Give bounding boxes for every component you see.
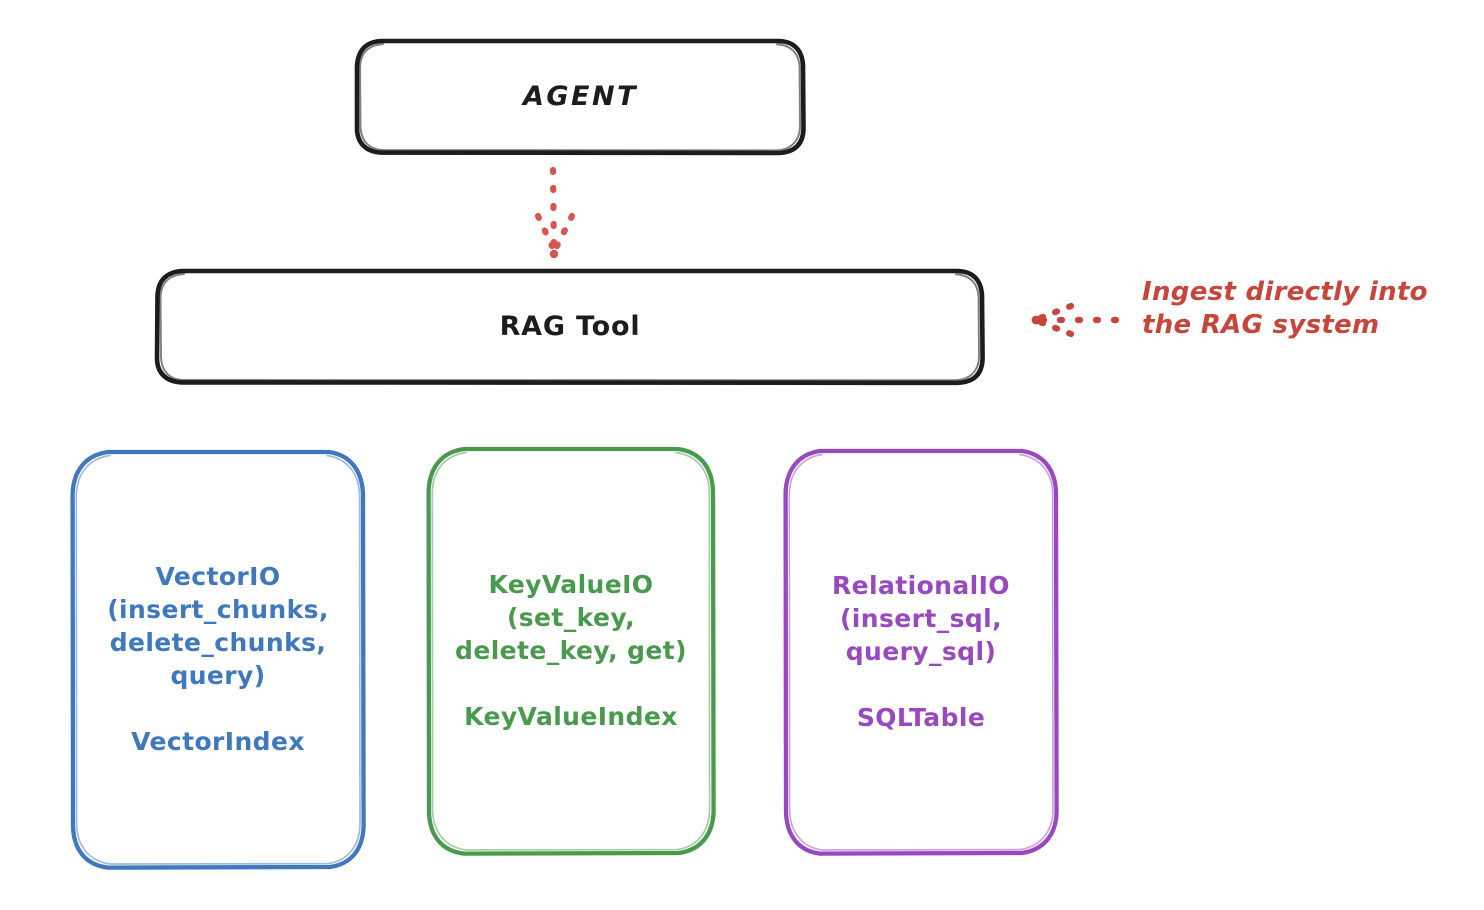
agent-node[interactable]: AGENT [357, 40, 804, 153]
relationalio-node-label: RelationalIO (insert_sql, query_sql) SQL… [832, 571, 1010, 732]
agent-node-label: AGENT [522, 80, 638, 112]
rag-tool-box-outline [154, 268, 985, 386]
rag-tool-node[interactable]: RAG Tool [157, 270, 983, 383]
agent-box-outline [354, 38, 806, 156]
vectorio-node[interactable]: VectorIO (insert_chunks, delete_chunks, … [72, 450, 364, 868]
keyvalueio-box-outline [426, 446, 716, 856]
vectorio-box-outline [70, 449, 366, 870]
ingest-arrow-connector [1031, 302, 1132, 338]
rag-tool-node-label: RAG Tool [499, 310, 641, 342]
relationalio-node[interactable]: RelationalIO (insert_sql, query_sql) SQL… [785, 450, 1057, 853]
agent-to-rag-tool-connector [534, 166, 576, 259]
relationalio-box-outline [783, 448, 1059, 856]
keyvalueio-node[interactable]: KeyValueIO (set_key, delete_key, get) Ke… [428, 448, 714, 853]
keyvalueio-node-label: KeyValueIO (set_key, delete_key, get) Ke… [455, 570, 687, 731]
ingest-annotation: Ingest directly into the RAG system [1142, 276, 1472, 343]
vectorio-node-label: VectorIO (insert_chunks, delete_chunks, … [107, 562, 329, 756]
ingest-annotation-text: Ingest directly into the RAG system [1142, 277, 1428, 341]
